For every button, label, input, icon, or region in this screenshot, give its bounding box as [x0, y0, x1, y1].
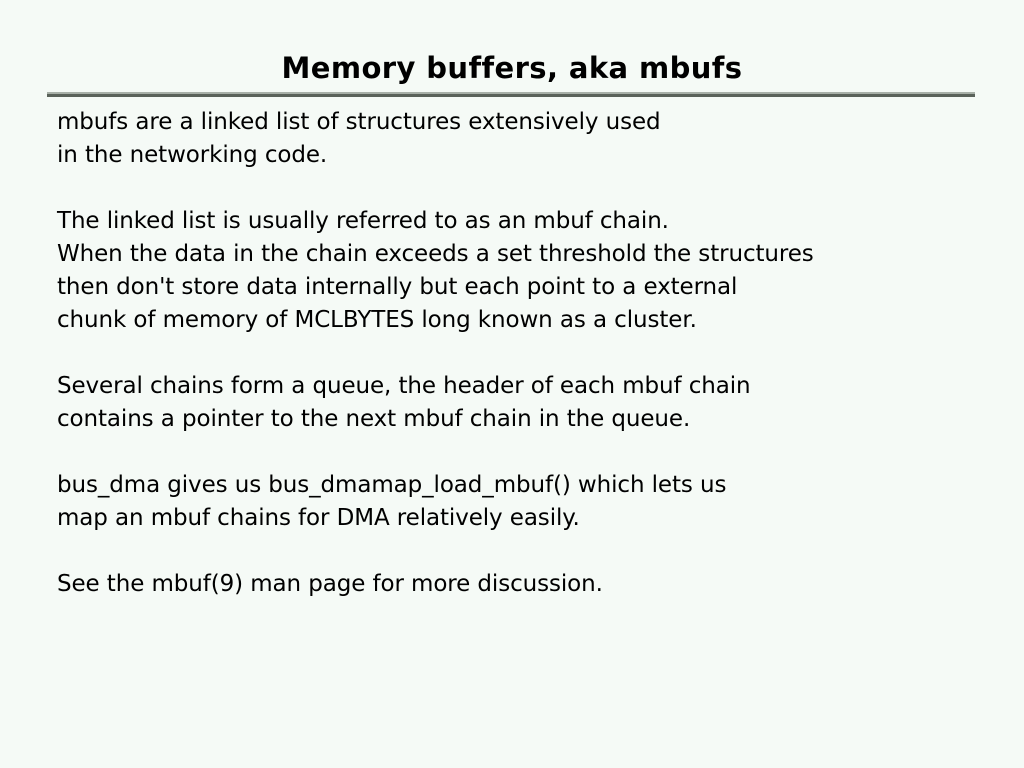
- body-line: map an mbuf chains for DMA relatively ea…: [57, 505, 580, 531]
- paragraph-queue: Several chains form a queue, the header …: [57, 370, 997, 436]
- body-line: chunk of memory of MCLBYTES long known a…: [57, 307, 697, 333]
- paragraph-intro: mbufs are a linked list of structures ex…: [57, 106, 997, 172]
- body-line: mbufs are a linked list of structures ex…: [57, 109, 661, 135]
- body-line: in the networking code.: [57, 142, 328, 168]
- paragraph-mbuf-chain: The linked list is usually referred to a…: [57, 205, 997, 337]
- paragraph-see-also: See the mbuf(9) man page for more discus…: [57, 568, 997, 601]
- page-title: Memory buffers, aka mbufs: [281, 51, 743, 85]
- body-line: See the mbuf(9) man page for more discus…: [57, 571, 603, 597]
- body-line: bus_dma gives us bus_dmamap_load_mbuf() …: [57, 472, 727, 498]
- slide-body: mbufs are a linked list of structures ex…: [57, 106, 997, 601]
- title-divider-rule: [47, 92, 975, 97]
- body-line: Several chains form a queue, the header …: [57, 373, 751, 399]
- body-line: When the data in the chain exceeds a set…: [57, 241, 814, 267]
- body-line: then don't store data internally but eac…: [57, 274, 738, 300]
- paragraph-bus-dma: bus_dma gives us bus_dmamap_load_mbuf() …: [57, 469, 997, 535]
- body-line: The linked list is usually referred to a…: [57, 208, 669, 234]
- body-line: contains a pointer to the next mbuf chai…: [57, 406, 691, 432]
